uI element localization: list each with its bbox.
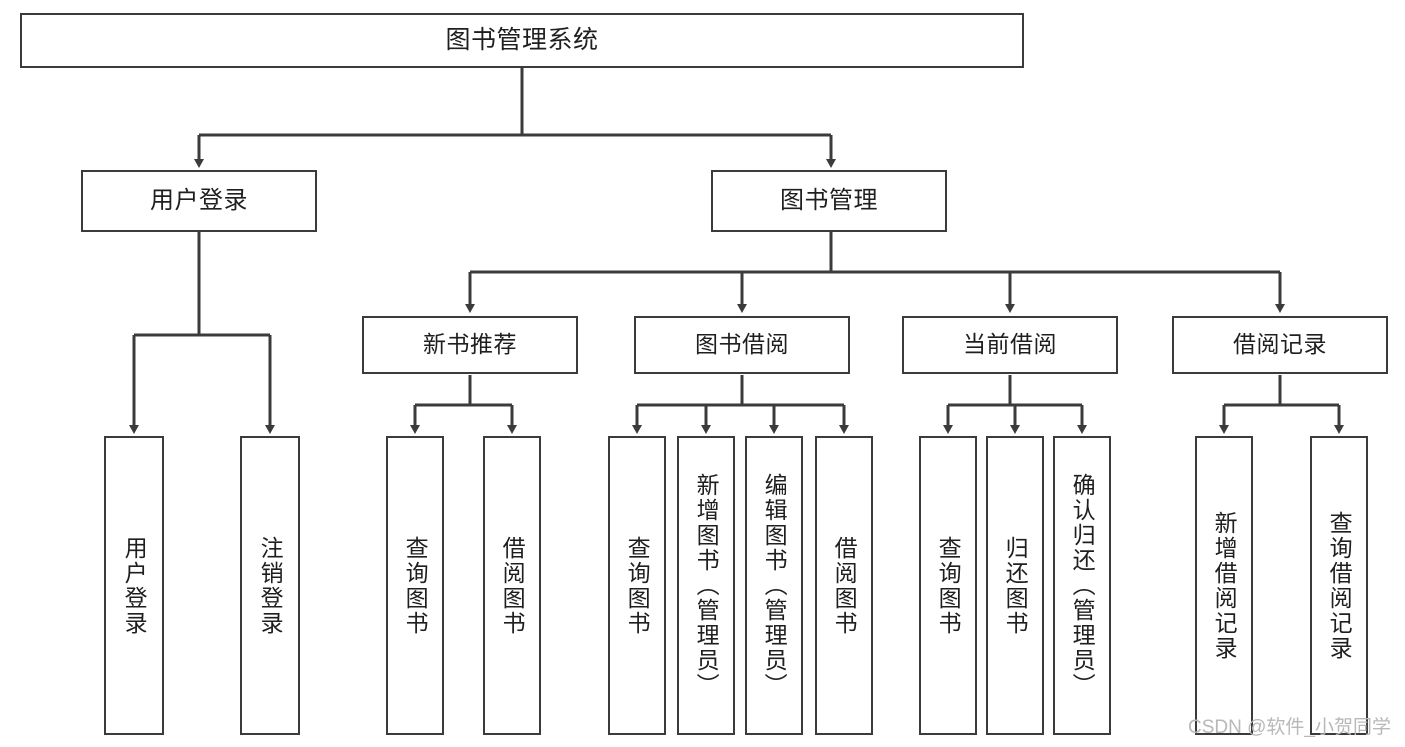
node-leaf-edit-book-label: 编辑图书（管理员） <box>761 473 788 698</box>
node-leaf-borrow-book-2[interactable]: 借阅图书 <box>815 436 873 735</box>
node-leaf-edit-book[interactable]: 编辑图书（管理员） <box>745 436 803 735</box>
node-leaf-borrow-book-1[interactable]: 借阅图书 <box>483 436 541 735</box>
watermark-text: CSDN @软件_小贺同学 <box>1188 717 1391 738</box>
node-new-book-recommend-label: 新书推荐 <box>423 331 517 358</box>
node-leaf-return-book[interactable]: 归还图书 <box>986 436 1044 735</box>
node-book-borrow[interactable]: 图书借阅 <box>634 316 850 374</box>
node-root[interactable]: 图书管理系统 <box>20 13 1024 68</box>
node-leaf-user-logout-label: 注销登录 <box>257 535 284 636</box>
node-leaf-query-record-label: 查询借阅记录 <box>1326 510 1353 661</box>
node-leaf-return-book-label: 归还图书 <box>1002 535 1029 636</box>
node-leaf-query-book-1[interactable]: 查询图书 <box>386 436 444 735</box>
node-leaf-add-record[interactable]: 新增借阅记录 <box>1195 436 1253 735</box>
node-leaf-confirm-return-label: 确认归还（管理员） <box>1069 473 1096 698</box>
node-leaf-query-book-2-label: 查询图书 <box>624 535 651 636</box>
node-leaf-query-book-1-label: 查询图书 <box>402 535 429 636</box>
node-leaf-borrow-book-2-label: 借阅图书 <box>831 535 858 636</box>
node-leaf-borrow-book-1-label: 借阅图书 <box>499 535 526 636</box>
node-leaf-add-book-label: 新增图书（管理员） <box>693 473 720 698</box>
node-leaf-add-record-label: 新增借阅记录 <box>1211 510 1238 661</box>
node-current-borrow-label: 当前借阅 <box>963 331 1057 358</box>
node-current-borrow[interactable]: 当前借阅 <box>902 316 1118 374</box>
node-leaf-add-book[interactable]: 新增图书（管理员） <box>677 436 735 735</box>
node-root-label: 图书管理系统 <box>445 25 599 54</box>
node-book-manage-label: 图书管理 <box>780 186 878 214</box>
node-leaf-query-record[interactable]: 查询借阅记录 <box>1310 436 1368 735</box>
node-leaf-user-logout[interactable]: 注销登录 <box>240 436 300 735</box>
node-leaf-query-book-2[interactable]: 查询图书 <box>608 436 666 735</box>
node-leaf-user-login-label: 用户登录 <box>121 535 148 636</box>
node-leaf-query-book-3[interactable]: 查询图书 <box>919 436 977 735</box>
node-book-manage[interactable]: 图书管理 <box>711 170 947 232</box>
node-new-book-recommend[interactable]: 新书推荐 <box>362 316 578 374</box>
node-borrow-record[interactable]: 借阅记录 <box>1172 316 1388 374</box>
node-leaf-confirm-return[interactable]: 确认归还（管理员） <box>1053 436 1111 735</box>
node-borrow-record-label: 借阅记录 <box>1233 331 1327 358</box>
node-leaf-user-login[interactable]: 用户登录 <box>104 436 164 735</box>
node-user-login-label: 用户登录 <box>150 186 248 214</box>
node-user-login[interactable]: 用户登录 <box>81 170 317 232</box>
node-leaf-query-book-3-label: 查询图书 <box>935 535 962 636</box>
node-book-borrow-label: 图书借阅 <box>695 331 789 358</box>
